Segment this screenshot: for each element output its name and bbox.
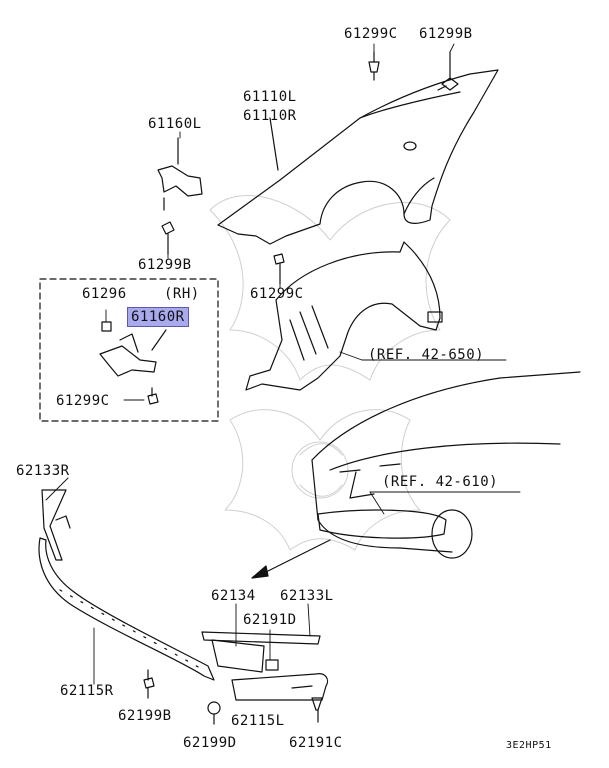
label-62115l: 62115L — [231, 713, 285, 729]
label-62191c: 62191C — [289, 735, 343, 751]
label-61299b-top: 61299B — [419, 26, 473, 42]
label-61299b-mid: 61299B — [138, 257, 192, 273]
label-61110l: 61110L — [243, 89, 297, 105]
rail-62133l — [202, 632, 320, 644]
label-62133l: 62133L — [280, 588, 334, 604]
label-ref-42-650[interactable]: (REF. 42-650) — [368, 347, 485, 363]
label-61299c-box: 61299C — [56, 393, 110, 409]
fastener-62199b — [144, 670, 154, 698]
diagram-code: 3E2HP51 — [506, 740, 552, 751]
label-61160l: 61160L — [148, 116, 202, 132]
splash-shield — [246, 242, 440, 390]
label-61296: 61296 — [82, 286, 127, 302]
bumper-strip-62115r — [39, 538, 214, 680]
bolt-61299b-top — [438, 52, 458, 90]
bracket-61160r — [100, 330, 166, 376]
bracket-62134 — [212, 640, 264, 672]
clip-62191c — [312, 698, 322, 722]
vehicle-front-outline — [312, 372, 580, 558]
clip-61296 — [102, 322, 111, 331]
bolt-61299c-mid — [274, 254, 284, 284]
bolt-61299c-top — [369, 52, 379, 80]
label-61110r: 61110R — [243, 108, 297, 124]
label-61299c-mid: 61299C — [250, 286, 304, 302]
bumper-end-62115l — [232, 674, 328, 700]
label-62115r: 62115R — [60, 683, 114, 699]
clip-62199d — [208, 702, 220, 724]
label-ref-42-610[interactable]: (REF. 42-610) — [382, 474, 499, 490]
retainer-62133r — [42, 490, 70, 560]
label-62199d: 62199D — [183, 735, 237, 751]
label-62191d: 62191D — [243, 612, 297, 628]
label-rh: (RH) — [164, 286, 200, 302]
label-61160r-highlighted[interactable]: 61160R — [127, 307, 189, 327]
label-62199b: 62199B — [118, 708, 172, 724]
assembly-arrow — [262, 540, 330, 574]
label-61299c-top: 61299C — [344, 26, 398, 42]
clip-62191d — [266, 660, 278, 670]
bumper-on-vehicle — [318, 510, 446, 538]
bolt-61299c-box — [148, 388, 158, 404]
leader-lines — [46, 44, 520, 684]
watermark-emblem — [210, 196, 450, 550]
label-62133r: 62133R — [16, 463, 70, 479]
label-62134: 62134 — [211, 588, 256, 604]
front-fender — [218, 70, 498, 244]
bracket-61160l — [158, 138, 202, 210]
bolt-61299b-mid — [162, 222, 174, 254]
